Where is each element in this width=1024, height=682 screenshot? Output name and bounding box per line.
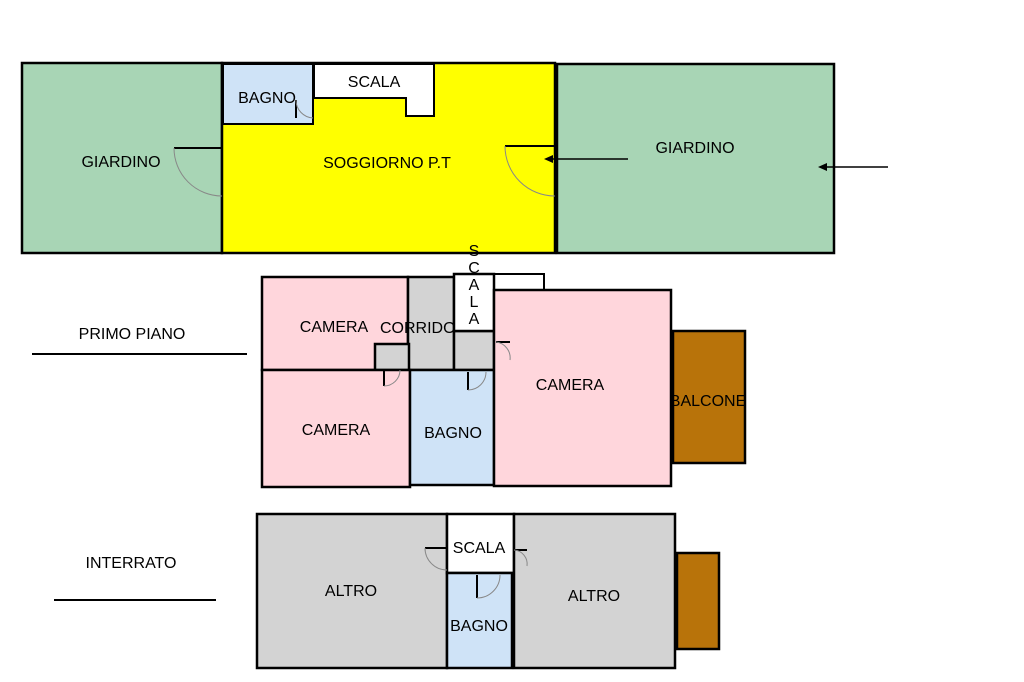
basement-doors (424, 547, 528, 599)
first-bath-label: BAGNO (424, 425, 482, 442)
bedroom-top-label: CAMERA (300, 319, 369, 336)
basement-stair-label: SCALA (453, 540, 506, 557)
basement-balcony-area (675, 551, 721, 651)
door-swing (295, 99, 314, 119)
ground-bath-label: BAGNO (238, 90, 296, 107)
garden-left-area (20, 61, 224, 255)
corridor-niche (373, 342, 411, 372)
stair-rail (494, 273, 545, 290)
balcony-label: BALCONE (670, 393, 746, 410)
door-swing (424, 547, 448, 571)
corridor-label: CORRIDO (380, 320, 456, 337)
basement-title: INTERRATO (86, 555, 177, 572)
ground-doors (173, 99, 556, 197)
door-swing (495, 341, 511, 361)
door-swing (513, 549, 528, 567)
ground-bath-area (222, 63, 314, 125)
basement-bath-area (445, 571, 514, 670)
first-bath-area (408, 368, 496, 487)
door-swing (504, 145, 556, 197)
bedroom-bottom-label: CAMERA (302, 422, 371, 439)
bedroom-large-area (492, 288, 673, 488)
other-right-label: ALTRO (568, 588, 620, 605)
first-floor: PRIMO PIANO S C A L A CAMERA CORRIDO CAM… (32, 243, 747, 489)
living-room-label: SOGGIORNO P.T (323, 155, 451, 172)
basement-bath-label: BAGNO (450, 618, 508, 635)
arrow-head (544, 155, 553, 163)
corridor-extension (452, 329, 496, 372)
garden-right-label: GIARDINO (655, 140, 734, 157)
ground-stair-label: SCALA (348, 74, 401, 91)
bedroom-large-label: CAMERA (536, 377, 605, 394)
arrow-head (818, 163, 827, 171)
first-stair-letter: L (470, 294, 479, 311)
balcony-area (671, 329, 747, 465)
first-stair-letter: S (469, 243, 480, 260)
first-stair-area (452, 272, 496, 333)
other-left-area (255, 512, 449, 670)
first-stair-letter: C (468, 260, 480, 277)
ground-stair-area (313, 63, 435, 117)
door-swing (173, 147, 223, 197)
first-floor-doors (383, 341, 511, 391)
door-swing (383, 369, 401, 387)
other-right-area (512, 512, 677, 670)
basement-stair-area (445, 512, 516, 575)
door-swing (476, 574, 501, 599)
entry-arrows (544, 155, 888, 171)
garden-left-label: GIARDINO (81, 154, 160, 171)
door-swing (467, 371, 487, 391)
first-floor-title: PRIMO PIANO (79, 326, 186, 343)
other-left-label: ALTRO (325, 583, 377, 600)
first-stair-letter: A (469, 277, 480, 294)
basement-floor: INTERRATO SCALA ALTRO BAGNO ALTRO (54, 512, 721, 670)
ground-floor: GIARDINO BAGNO SCALA SOGGIORNO P.T GIARD… (20, 61, 888, 255)
first-stair-letter: A (469, 311, 480, 328)
